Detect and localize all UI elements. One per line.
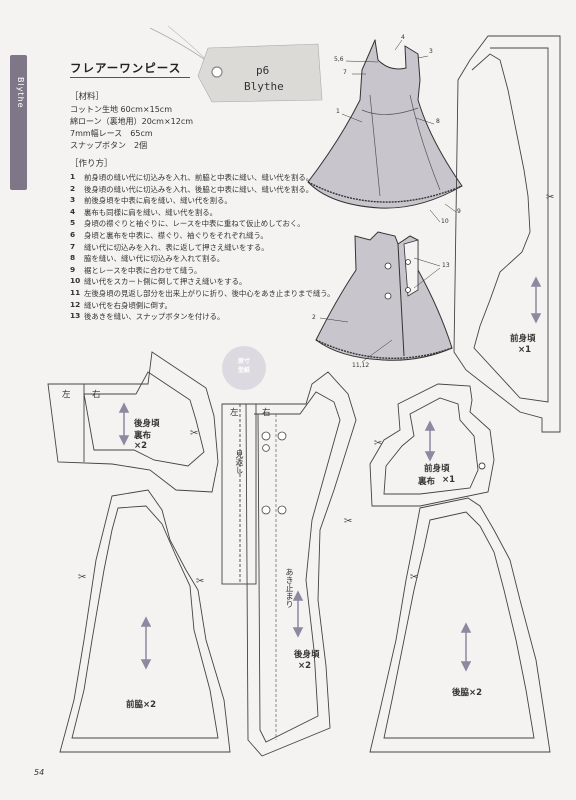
svg-text:✂: ✂ (374, 438, 382, 449)
back-bodice-label: 後身頃 (294, 650, 320, 660)
front-bodice-label: 前身頃 (510, 334, 536, 344)
right-label: 右 (262, 408, 271, 418)
right-label: 右 (92, 390, 101, 400)
callout-9: 9 (457, 208, 461, 215)
badge-text: 原寸型紙 (237, 358, 250, 374)
facing-label: 見返し (235, 450, 244, 474)
back-bodice-count: ×2 (298, 661, 312, 671)
svg-text:✂: ✂ (78, 572, 86, 583)
back-lining-count: ×2 (134, 441, 148, 451)
dress-back-illustration (315, 231, 453, 363)
method-heading: ［作り方］ (70, 159, 113, 169)
left-label: 左 (230, 408, 239, 418)
callout-8: 8 (436, 118, 440, 125)
materials-heading: ［材料］ (70, 92, 105, 102)
left-label: 左 (62, 390, 71, 400)
svg-text:✂: ✂ (410, 572, 418, 583)
front-side-label: 前脇×2 (126, 700, 157, 710)
material-item: スナップボタン 2個 (70, 141, 148, 150)
callout-7: 7 (343, 69, 347, 76)
title-underline (70, 77, 190, 78)
tag-hole-icon (211, 66, 223, 78)
tag-line-2: Blythe (244, 80, 284, 93)
opening-stop-label: あき止まり (285, 568, 294, 608)
material-item: コットン生地 60cm×15cm (70, 105, 172, 114)
back-side-piece (369, 497, 551, 753)
callout-5-6: 5,6 (334, 56, 344, 63)
svg-text:✂: ✂ (344, 516, 352, 527)
front-lining-sub: 裏布 (418, 477, 436, 487)
side-tab-label: Blythe (16, 77, 25, 109)
callout-3: 3 (429, 48, 433, 55)
callout-1: 1 (336, 108, 340, 115)
grain-arrows (118, 276, 542, 672)
back-bodice-lining-piece (47, 351, 219, 493)
callout-13: 13 (442, 262, 450, 269)
dress-front-illustration (307, 39, 463, 223)
material-item: 7mm幅レース 65cm (70, 129, 153, 138)
front-lining-count: ×1 (442, 475, 456, 485)
front-bodice-piece (453, 35, 561, 433)
svg-text:✂: ✂ (196, 576, 204, 587)
full-size-badge (222, 346, 266, 390)
page-title: フレアーワンピース (70, 61, 182, 75)
callout-4: 4 (401, 34, 405, 41)
page-number: 54 (34, 768, 45, 777)
svg-text:✂: ✂ (190, 428, 198, 439)
callout-2: 2 (312, 314, 316, 321)
scissors-icons: ✂ ✂ ✂ ✂ ✂ ✂ ✂ (78, 192, 554, 587)
back-lining-sub: 裏布 (134, 431, 152, 441)
back-bodice-piece (221, 371, 357, 757)
front-lining-label: 前身頃 (424, 464, 450, 474)
back-lining-label: 後身頃 (134, 419, 160, 429)
front-side-piece (59, 489, 231, 753)
tag-line-1: p6 (256, 64, 270, 77)
side-tab: Blythe (10, 55, 27, 190)
callout-10: 10 (441, 218, 449, 225)
label-tag (197, 43, 323, 103)
front-bodice-lining-piece (369, 383, 495, 507)
svg-text:✂: ✂ (546, 192, 554, 203)
back-side-label: 後脇×2 (452, 688, 483, 698)
callout-11-12: 11,12 (352, 362, 370, 369)
snap-buttons (261, 431, 287, 515)
front-bodice-count: ×1 (518, 345, 532, 355)
material-item: 綿ローン（裏地用）20cm×12cm (70, 117, 194, 126)
